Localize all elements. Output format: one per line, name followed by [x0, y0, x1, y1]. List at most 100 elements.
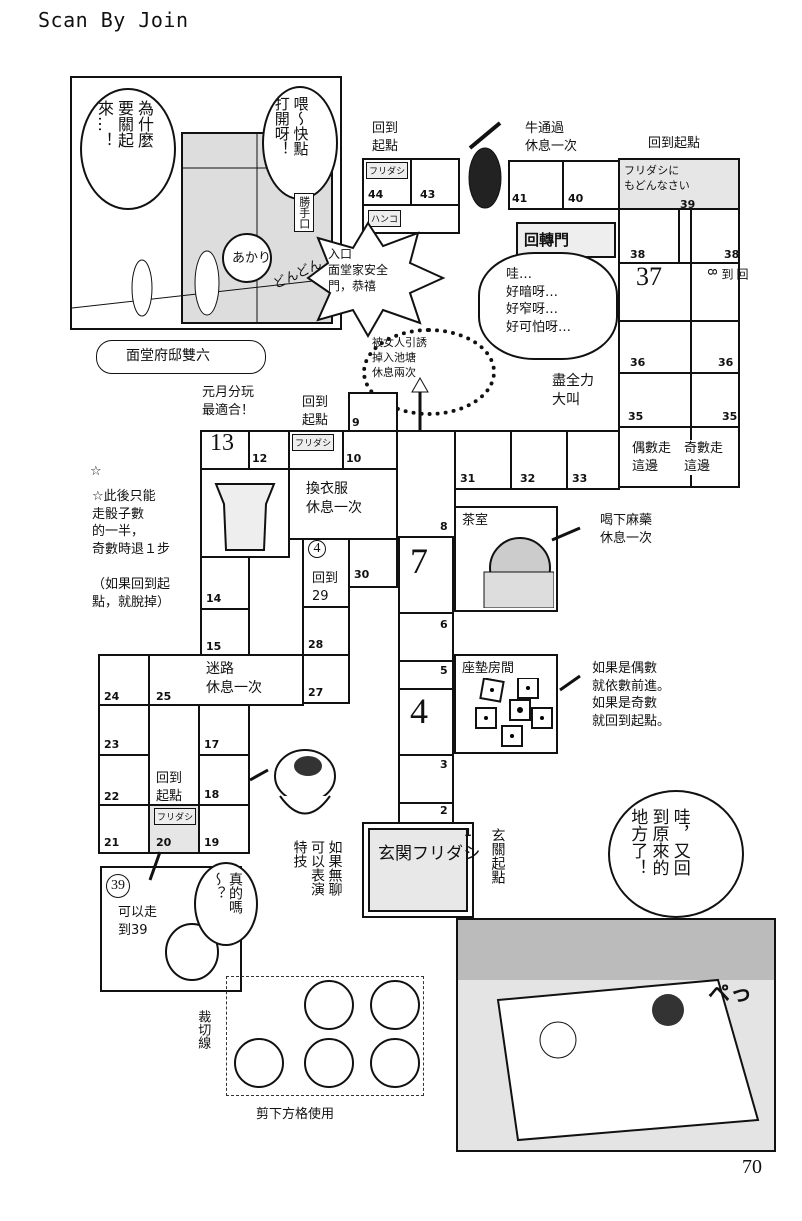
square-14[interactable]: [200, 556, 250, 610]
start-card-text: 玄関フリダシ: [378, 844, 481, 863]
square-36b-num: 36: [718, 356, 734, 369]
square-32[interactable]: [510, 430, 568, 490]
square-18-num: 18: [204, 788, 220, 801]
square-14-num: 14: [206, 592, 222, 605]
square-39-num: 39: [680, 198, 696, 211]
cutout-grid: [226, 976, 424, 1096]
bubble-scared: [478, 252, 618, 360]
face-cutout-1[interactable]: [304, 980, 354, 1030]
square-4[interactable]: [398, 688, 454, 756]
speech-text-open: 喂～快點打開呀！: [272, 96, 310, 156]
square-25-num: 25: [156, 690, 172, 703]
square-41-num: 41: [512, 192, 528, 205]
label-cow: 牛通過休息一次: [525, 121, 578, 154]
square-5[interactable]: [398, 660, 454, 690]
square-30[interactable]: [348, 538, 398, 588]
square-28-num: 28: [308, 638, 324, 651]
square-18[interactable]: [198, 754, 250, 806]
square-37-bignum: 37: [636, 262, 662, 291]
square-38b[interactable]: [690, 208, 740, 264]
label-entrance: 入口面堂家安全門，恭禧: [328, 247, 389, 294]
label-revolving-door: 回轉門: [524, 231, 570, 249]
square-38b-num: 38: [724, 248, 740, 261]
text-really: 真的嗎～？: [209, 872, 244, 914]
tag-hanko: ハンコ: [368, 210, 402, 227]
square-43-num: 43: [420, 188, 436, 201]
label-change-clothes: 換衣服休息一次: [306, 481, 362, 516]
face-cutout-2[interactable]: [370, 980, 420, 1030]
tag-furidashi-11: フリダシ: [292, 434, 335, 451]
cow-illustration: [468, 121, 502, 209]
square-21[interactable]: [98, 804, 150, 854]
dice-icon: [475, 678, 553, 747]
square-33[interactable]: [566, 430, 620, 490]
text-back-again: 哇，又回到原來的地方了！: [627, 808, 690, 876]
square-9-num: 9: [352, 416, 360, 429]
square-19-num: 19: [204, 836, 220, 849]
square-lost[interactable]: [148, 654, 304, 706]
comic-panel-trapdoor: ペっ: [456, 918, 776, 1152]
bubble-back-again: [608, 790, 744, 918]
square-12-num: 12: [252, 452, 268, 465]
start-num: 1: [464, 826, 472, 839]
label-half-dice: ☆此後只能走骰子數的一半，奇數時退１步: [92, 489, 171, 557]
face-cutout-3[interactable]: [234, 1038, 284, 1088]
label-odd: 奇數走這邊: [684, 440, 724, 476]
square-27[interactable]: [302, 654, 350, 704]
label-back-start-44: 回到起點: [372, 121, 399, 154]
square-5-num: 5: [440, 664, 448, 677]
square-change-clothes[interactable]: [288, 468, 398, 540]
square-3-num: 3: [440, 758, 448, 771]
page-number: 70: [742, 1156, 762, 1178]
scan-credit: Scan By Join: [38, 8, 189, 32]
square-31[interactable]: [454, 430, 512, 490]
cat-illustration: [165, 923, 219, 981]
square-6-num: 6: [440, 618, 448, 631]
label-shout: 盡全力大叫: [552, 373, 594, 408]
label-to-39: 可以走到39: [118, 905, 158, 938]
square-24-num: 24: [104, 690, 120, 703]
square-7[interactable]: [398, 536, 454, 614]
tag-furidashi-back: フリダシにもどんなさい: [624, 164, 690, 192]
label-pond: 被女人引誘掉入池塘休息兩次: [372, 336, 427, 379]
square-40[interactable]: [562, 160, 620, 210]
square-4-bignum: 4: [410, 691, 428, 731]
square-39[interactable]: [618, 158, 740, 210]
square-3[interactable]: [398, 754, 454, 804]
square-22[interactable]: [98, 754, 150, 806]
square-7-bignum: 7: [410, 541, 428, 581]
kimono-icon: [214, 483, 276, 551]
square-32-num: 32: [520, 472, 536, 485]
square-24[interactable]: [98, 654, 150, 706]
comic-panel-gate: 為什麼要關起來…！ 喂～快點打開呀！ 勝手口 どんどん あかり: [70, 76, 342, 330]
star-mark: ☆: [90, 464, 102, 479]
square-17[interactable]: [198, 704, 250, 756]
square-2-num: 2: [440, 804, 448, 817]
square-38a[interactable]: [618, 208, 680, 264]
square-23[interactable]: [98, 704, 150, 756]
text-scared: 哇…好暗呀…好窄呀…好可怕呀…: [506, 267, 572, 335]
label-anesthetic: 喝下麻藥休息一次: [600, 513, 653, 546]
square-13-bignum: 13: [210, 430, 234, 456]
tea-drinker-illustration: [483, 537, 554, 608]
door-sign: 勝手口: [294, 193, 314, 232]
square-36a[interactable]: [618, 320, 692, 374]
label-even-odd: 如果是偶數就依數前進。如果是奇數就回到起點。: [592, 661, 671, 729]
square-41[interactable]: [508, 160, 564, 210]
speech-bubble-open: [262, 86, 338, 200]
trapdoor-illustration: [458, 920, 774, 1142]
face-cutout-4[interactable]: [304, 1038, 354, 1088]
board-title: 面堂府邸雙六: [126, 348, 210, 364]
label-lost: 迷路休息一次: [206, 661, 262, 696]
label-back-start-20: 回到起點: [156, 771, 183, 804]
label-back-start-39: 回到起點: [648, 136, 701, 151]
label-new-year: 元月分玩最適合！: [202, 385, 255, 418]
label-back-start-11: 回到起點: [302, 395, 329, 428]
ghost-creature: [274, 749, 336, 815]
face-cutout-5[interactable]: [370, 1038, 420, 1088]
square-22-num: 22: [104, 790, 120, 803]
tag-furidashi-20: フリダシ: [154, 808, 197, 825]
square-9[interactable]: [348, 392, 398, 432]
